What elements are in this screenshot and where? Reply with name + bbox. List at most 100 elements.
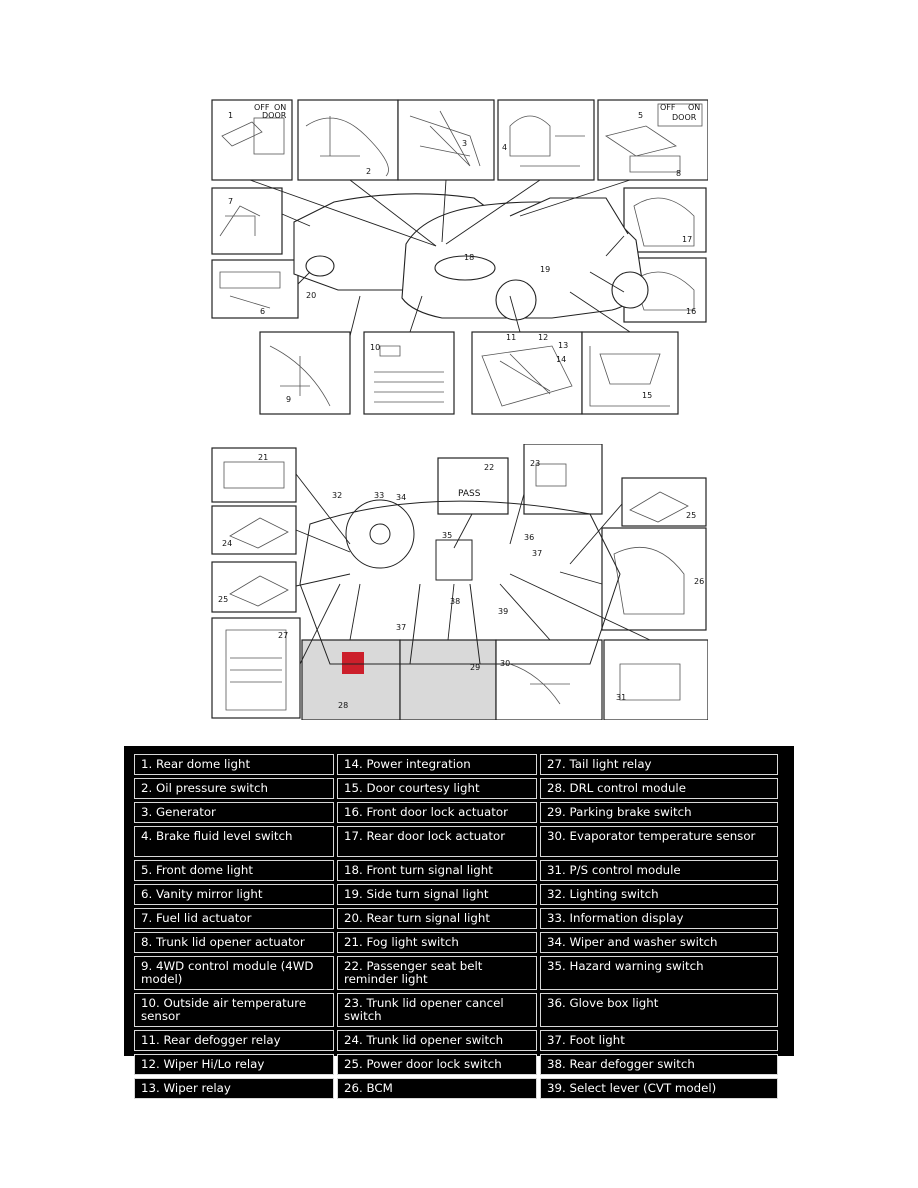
legend-item: 29. Parking brake switch xyxy=(540,802,778,823)
callout-4: 4 xyxy=(502,143,507,152)
legend-item: 22. Passenger seat belt reminder light xyxy=(337,956,537,990)
callout-12: 12 xyxy=(538,333,548,342)
inset-bcm xyxy=(601,527,707,631)
inset-relay-box xyxy=(471,331,583,415)
legend-item: 5. Front dome light xyxy=(134,860,334,881)
callout-3: 3 xyxy=(462,139,467,148)
inset-ps-control-module xyxy=(603,639,709,721)
callout-28: 28 xyxy=(338,701,348,710)
legend-item: 31. P/S control module xyxy=(540,860,778,881)
inset-brake-fluid-switch xyxy=(497,99,595,181)
switch-label-door: DOOR xyxy=(262,111,287,120)
callout-26: 26 xyxy=(694,577,704,586)
exterior-diagram-svg: 1 2 3 4 5 6 7 8 9 10 11 12 13 14 15 16 1… xyxy=(211,99,709,415)
inset-seat-belt-reminder xyxy=(437,457,509,515)
legend-item: 15. Door courtesy light xyxy=(337,778,537,799)
interior-diagram-svg: 21 22 23 24 25 25 26 27 28 29 30 31 32 3… xyxy=(211,443,709,721)
switch-label-off: OFF xyxy=(254,103,270,112)
interior-component-location-diagram: 21 22 23 24 25 25 26 27 28 29 30 31 32 3… xyxy=(210,443,709,721)
inset-power-door-lock-switch-right xyxy=(621,477,707,527)
legend-item: 11. Rear defogger relay xyxy=(134,1030,334,1051)
switch-label-on-2: ON xyxy=(688,103,700,112)
legend-item: 1. Rear dome light xyxy=(134,754,334,775)
legend-item: 14. Power integration xyxy=(337,754,537,775)
legend-item: 27. Tail light relay xyxy=(540,754,778,775)
legend-item: 32. Lighting switch xyxy=(540,884,778,905)
inset-generator xyxy=(397,99,495,181)
pass-indicator-label: PASS xyxy=(458,489,481,499)
legend-item: 4. Brake fluid level switch xyxy=(134,826,334,857)
callout-22: 22 xyxy=(484,463,494,472)
callout-33: 33 xyxy=(374,491,384,500)
legend-item: 8. Trunk lid opener actuator xyxy=(134,932,334,953)
callout-17: 17 xyxy=(682,235,692,244)
callout-8: 8 xyxy=(676,169,681,178)
inset-front-dome-light xyxy=(597,99,709,181)
callout-37-right: 37 xyxy=(532,549,542,558)
inset-trunk-cancel-switch xyxy=(523,443,603,515)
callout-16: 16 xyxy=(686,307,696,316)
inset-outside-air-temp-sensor xyxy=(363,331,455,415)
legend-item: 19. Side turn signal light xyxy=(337,884,537,905)
switch-label-off-2: OFF xyxy=(660,103,676,112)
callout-10: 10 xyxy=(370,343,380,352)
callout-5: 5 xyxy=(638,111,643,120)
callout-18: 18 xyxy=(464,253,474,262)
inset-door-courtesy-light xyxy=(581,331,679,415)
callout-11: 11 xyxy=(506,333,516,342)
callout-20: 20 xyxy=(306,291,316,300)
legend-item: 10. Outside air temperature sensor xyxy=(134,993,334,1027)
callout-19: 19 xyxy=(540,265,550,274)
legend-item: 20. Rear turn signal light xyxy=(337,908,537,929)
inset-oil-pressure-switch xyxy=(297,99,399,181)
callout-7: 7 xyxy=(228,197,233,206)
legend-item: 17. Rear door lock actuator xyxy=(337,826,537,857)
callout-9: 9 xyxy=(286,395,291,404)
callout-27: 27 xyxy=(278,631,288,640)
legend-item: 12. Wiper Hi/Lo relay xyxy=(134,1054,334,1075)
legend-item: 18. Front turn signal light xyxy=(337,860,537,881)
legend-item: 3. Generator xyxy=(134,802,334,823)
legend-item: 30. Evaporator temperature sensor xyxy=(540,826,778,857)
legend-item: 36. Glove box light xyxy=(540,993,778,1027)
callout-38: 38 xyxy=(450,597,460,606)
legend-item: 35. Hazard warning switch xyxy=(540,956,778,990)
inset-parking-brake-switch xyxy=(399,639,497,721)
inset-fog-light-switch xyxy=(211,447,297,503)
legend-item: 39. Select lever (CVT model) xyxy=(540,1078,778,1099)
callout-36: 36 xyxy=(524,533,534,542)
legend-item: 28. DRL control module xyxy=(540,778,778,799)
legend-item: 26. BCM xyxy=(337,1078,537,1099)
callout-37-left: 37 xyxy=(396,623,406,632)
legend-item: 9. 4WD control module (4WD model) xyxy=(134,956,334,990)
callout-35: 35 xyxy=(442,531,452,540)
callout-21: 21 xyxy=(258,453,268,462)
callout-25-right: 25 xyxy=(686,511,696,520)
inset-rear-dome-light xyxy=(211,99,293,181)
legend-item: 24. Trunk lid opener switch xyxy=(337,1030,537,1051)
exterior-component-location-diagram: 1 2 3 4 5 6 7 8 9 10 11 12 13 14 15 16 1… xyxy=(210,96,709,416)
inset-trunk-lid-opener xyxy=(211,259,299,319)
legend-item: 33. Information display xyxy=(540,908,778,929)
legend-item: 21. Fog light switch xyxy=(337,932,537,953)
callout-24: 24 xyxy=(222,539,232,548)
legend-item: 25. Power door lock switch xyxy=(337,1054,537,1075)
inset-4wd-control-module xyxy=(259,331,351,415)
switch-label-on: ON xyxy=(274,103,286,112)
callout-32: 32 xyxy=(332,491,342,500)
legend-item: 34. Wiper and washer switch xyxy=(540,932,778,953)
callout-14: 14 xyxy=(556,355,566,364)
callout-29: 29 xyxy=(470,663,480,672)
callout-25: 25 xyxy=(218,595,228,604)
callout-31: 31 xyxy=(616,693,626,702)
legend-item: 16. Front door lock actuator xyxy=(337,802,537,823)
callout-6: 6 xyxy=(260,307,265,316)
callout-39: 39 xyxy=(498,607,508,616)
legend-item: 13. Wiper relay xyxy=(134,1078,334,1099)
inset-evaporator-sensor xyxy=(495,639,603,721)
legend-item: 2. Oil pressure switch xyxy=(134,778,334,799)
callout-30: 30 xyxy=(500,659,510,668)
callout-1: 1 xyxy=(228,111,233,120)
